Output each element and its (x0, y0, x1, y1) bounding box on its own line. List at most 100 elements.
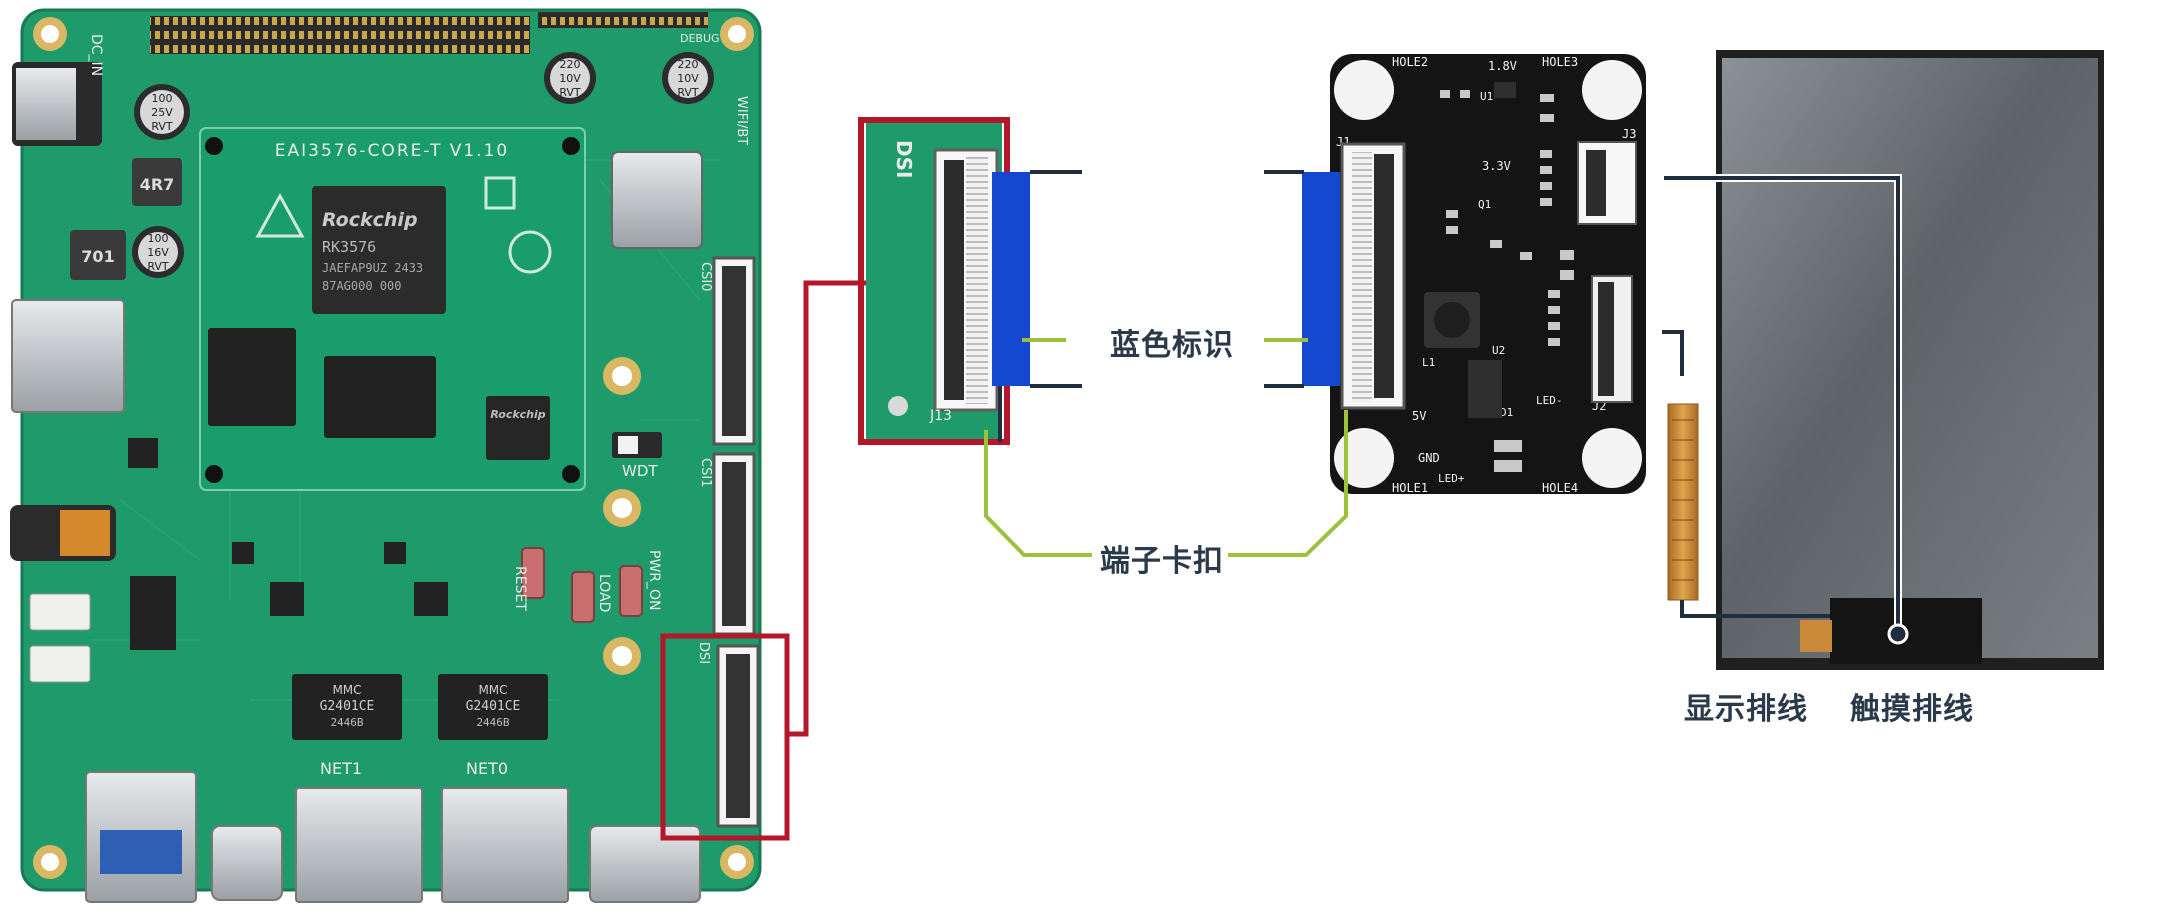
svg-text:PWR_ON: PWR_ON (646, 550, 662, 611)
display-ribbon-cable (1667, 403, 1699, 601)
ram-chip-1 (208, 328, 296, 426)
adapter-board: HOLE2 HOLE3 HOLE1 HOLE4 1.8V 3.3V 5V GND… (1330, 54, 1646, 495)
svg-text:L1: L1 (1422, 356, 1435, 369)
svg-text:LED+: LED+ (1438, 472, 1465, 485)
svg-text:RESET: RESET (512, 566, 528, 611)
svg-text:100: 100 (152, 92, 173, 105)
dsi-highlight-box (660, 633, 790, 841)
svg-text:Rockchip: Rockchip (490, 408, 545, 421)
svg-text:JAEFAP9UZ 2433: JAEFAP9UZ 2433 (322, 261, 423, 275)
connector-latch-label: 端子卡扣 (1100, 544, 1224, 579)
svg-text:LOAD: LOAD (596, 574, 612, 612)
pb-free-icon (508, 230, 552, 274)
svg-text:701: 701 (81, 247, 114, 266)
svg-text:RVT: RVT (151, 120, 173, 133)
debug-label: DEBUG (680, 32, 720, 45)
usb-c-port (211, 825, 283, 901)
load-button: LOAD (571, 571, 612, 623)
wifi-module (611, 151, 703, 249)
svg-text:220: 220 (560, 58, 581, 71)
hdmi-port (589, 825, 701, 903)
svg-text:87AG000 000: 87AG000 000 (322, 279, 401, 293)
net1-label: NET1 (320, 759, 362, 778)
zoom-j13-label: J13 (929, 408, 952, 424)
svg-text:HOLE3: HOLE3 (1542, 55, 1578, 69)
lan-transformer-2: MMC G2401CE 2446B (438, 674, 548, 740)
capacitor-2: 220 10V RVT (544, 52, 596, 104)
svg-text:MMC: MMC (332, 683, 361, 697)
svg-text:Q1: Q1 (1478, 198, 1491, 211)
display-cable-label: 显示排线 (1684, 692, 1808, 727)
zoom-dsi-title: DSI (892, 140, 916, 178)
gpio-header (150, 16, 530, 54)
pmic-chip: Rockchip (486, 396, 550, 460)
soc-model: RK3576 (322, 238, 376, 256)
svg-text:2446B: 2446B (476, 716, 509, 729)
svg-text:GND: GND (1418, 451, 1440, 465)
capacitor-4: 100 16V RVT (132, 226, 184, 278)
lcd-panel (1700, 42, 2156, 674)
reset-button: RESET (512, 547, 545, 611)
wifi-bt-label: WIFI/BT (734, 96, 749, 145)
svg-text:G2401CE: G2401CE (320, 699, 375, 714)
svg-text:220: 220 (678, 58, 699, 71)
touch-flex-tab (1800, 620, 1832, 652)
inductor-701: 701 (70, 230, 126, 280)
inductor-4r7: 4R7 (132, 158, 182, 206)
blue-marker-label: 蓝色标识 (1110, 328, 1234, 363)
svg-text:LED-: LED- (1536, 394, 1563, 407)
svg-text:3.3V: 3.3V (1482, 159, 1511, 173)
sd-card-slot (11, 299, 125, 413)
display-cable-leader (1662, 330, 1830, 618)
blue-marker-left (992, 172, 1030, 386)
lan-transformer-1: MMC G2401CE 2446B (292, 674, 402, 740)
svg-text:25V: 25V (151, 106, 173, 119)
net0-label: NET0 (466, 759, 508, 778)
capacitor-1: 100 25V RVT (134, 84, 190, 140)
svg-text:G2401CE: G2401CE (466, 699, 521, 714)
white-connector-1 (29, 593, 91, 631)
svg-text:U1: U1 (1480, 90, 1493, 103)
white-connector-2 (29, 645, 91, 683)
svg-text:10V: 10V (677, 72, 699, 85)
svg-text:5V: 5V (1412, 409, 1426, 423)
svg-text:1.8V: 1.8V (1488, 59, 1517, 73)
ethernet-port-1 (295, 787, 423, 903)
adapter-j1-connector (1340, 142, 1406, 410)
svg-text:16V: 16V (147, 246, 169, 259)
wdt-label: WDT (622, 462, 658, 480)
latch-callout-lines (984, 410, 1348, 557)
svg-text:10V: 10V (559, 72, 581, 85)
csi1-label: CSI1 (698, 458, 713, 487)
svg-text:J3: J3 (1622, 127, 1636, 141)
svg-text:RVT: RVT (147, 260, 169, 273)
main-board: DC_IN 100 25V RVT 220 10V RVT 220 10V RV… (10, 8, 762, 903)
ram-chip-2 (324, 356, 436, 438)
svg-text:2446B: 2446B (330, 716, 363, 729)
touch-cable-label: 触摸排线 (1850, 692, 1974, 727)
blue-marker-right (1302, 172, 1340, 386)
svg-text:4R7: 4R7 (140, 175, 175, 194)
warning-icon (255, 192, 305, 238)
core-module-name: EAI3576-CORE-T V1.10 (275, 141, 509, 161)
weee-icon (484, 176, 516, 210)
svg-text:D1: D1 (1500, 406, 1513, 419)
zoomed-dsi-connector: DSI J13 (866, 122, 1002, 440)
svg-text:RVT: RVT (677, 86, 699, 99)
core-module: EAI3576-CORE-T V1.10 Rockchip RK3576 JAE… (199, 127, 586, 491)
dsi-label-onboard: DSI (696, 642, 711, 664)
svg-text:HOLE1: HOLE1 (1392, 481, 1428, 495)
svg-text:RVT: RVT (559, 86, 581, 99)
capacitor-3: 220 10V RVT (662, 52, 714, 104)
svg-text:MMC: MMC (478, 683, 507, 697)
zoom-leader-line (787, 280, 866, 737)
ethernet-port-0 (441, 787, 569, 903)
svg-text:HOLE4: HOLE4 (1542, 481, 1578, 495)
svg-text:100: 100 (148, 232, 169, 245)
csi0-label: CSI0 (698, 262, 713, 291)
soc-chip: Rockchip RK3576 JAEFAP9UZ 2433 87AG000 0… (312, 186, 446, 314)
soc-brand: Rockchip (322, 209, 418, 231)
power-on-button: PWR_ON (619, 550, 662, 617)
svg-text:U2: U2 (1492, 344, 1505, 357)
